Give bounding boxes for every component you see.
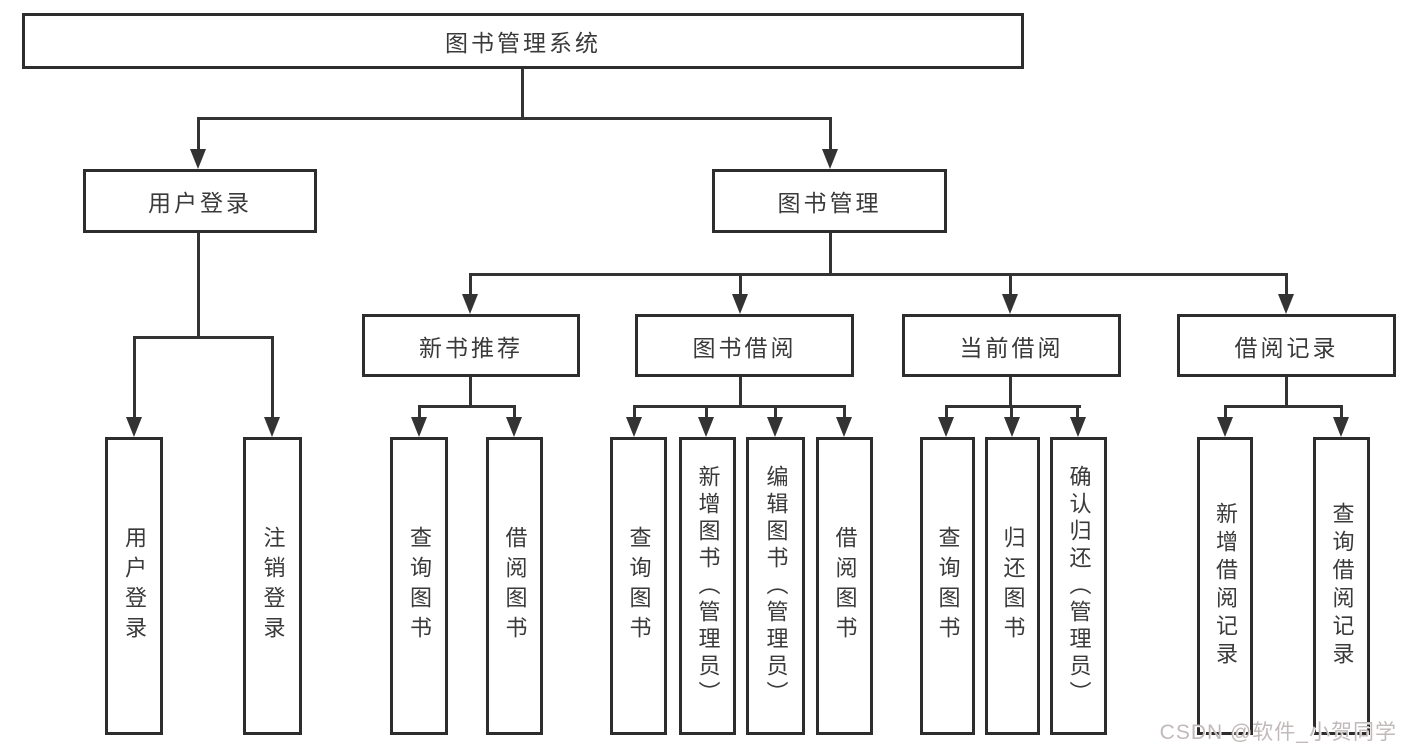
connector-line xyxy=(739,273,742,296)
node-bb-add-book: 新增图书（管理员） xyxy=(679,437,736,735)
connector-line xyxy=(418,405,516,408)
connector-line xyxy=(945,405,1081,408)
connector-line xyxy=(829,233,832,276)
node-new-book-rec-label: 新书推荐 xyxy=(419,334,523,361)
connector-arrowhead-icon xyxy=(462,294,478,314)
node-br-query-record-label: 查询借阅记录 xyxy=(1329,502,1355,670)
node-bb-query-book-label: 查询图书 xyxy=(626,526,652,646)
connector-line xyxy=(1340,405,1343,419)
node-cb-confirm-return: 确认归还（管理员） xyxy=(1050,437,1107,735)
node-br-add-record: 新增借阅记录 xyxy=(1197,437,1253,735)
node-cb-query-book-label: 查询图书 xyxy=(935,526,961,646)
node-cb-return-book: 归还图书 xyxy=(985,437,1040,735)
connector-line xyxy=(829,117,832,151)
node-bb-add-book-label: 新增图书（管理员） xyxy=(695,464,721,708)
connector-line xyxy=(739,377,742,408)
connector-line xyxy=(1076,405,1079,419)
connector-arrowhead-icon xyxy=(1004,417,1020,437)
node-cb-return-book-label: 归还图书 xyxy=(1000,526,1026,646)
connector-arrowhead-icon xyxy=(626,417,642,437)
connector-arrowhead-icon xyxy=(190,149,206,169)
connector-arrowhead-icon xyxy=(264,417,280,437)
connector-arrowhead-icon xyxy=(938,417,954,437)
connector-arrowhead-icon xyxy=(411,417,427,437)
node-bb-edit-book-label: 编辑图书（管理员） xyxy=(763,464,789,708)
connector-line xyxy=(197,233,200,339)
node-book-borrow-label: 图书借阅 xyxy=(692,334,797,361)
connector-line xyxy=(1010,405,1013,419)
node-rec-borrow-book: 借阅图书 xyxy=(486,437,543,735)
connector-line xyxy=(774,405,777,419)
watermark: CSDN @软件_小贺同学 xyxy=(1159,721,1397,744)
node-leaf-user-login-label: 用户登录 xyxy=(122,526,147,646)
node-bb-borrow-book: 借阅图书 xyxy=(816,437,873,735)
connector-line xyxy=(1285,377,1288,408)
node-rec-query-book: 查询图书 xyxy=(390,437,448,735)
node-root-label: 图书管理系统 xyxy=(445,30,601,56)
node-bb-borrow-book-label: 借阅图书 xyxy=(832,526,858,646)
node-leaf-user-login: 用户登录 xyxy=(105,437,163,735)
connector-line xyxy=(469,273,1288,276)
connector-arrowhead-icon xyxy=(822,149,838,169)
node-br-add-record-label: 新增借阅记录 xyxy=(1213,502,1238,670)
connector-line xyxy=(271,336,274,419)
node-user-login-label: 用户登录 xyxy=(148,190,252,216)
node-new-book-rec: 新书推荐 xyxy=(362,314,580,377)
connector-line xyxy=(513,405,516,419)
connector-arrowhead-icon xyxy=(126,417,142,437)
node-borrow-record: 借阅记录 xyxy=(1177,314,1396,377)
connector-line xyxy=(133,336,274,339)
connector-arrowhead-icon xyxy=(767,417,783,437)
connector-arrowhead-icon xyxy=(1070,417,1086,437)
connector-arrowhead-icon xyxy=(1217,417,1233,437)
node-book-borrow: 图书借阅 xyxy=(635,314,854,377)
connector-line xyxy=(197,117,832,120)
connector-line xyxy=(1224,405,1343,408)
connector-line xyxy=(1285,273,1288,296)
connector-line xyxy=(469,377,472,408)
connector-line xyxy=(705,405,708,419)
connector-line xyxy=(469,273,472,296)
connector-arrowhead-icon xyxy=(506,417,522,437)
node-bb-query-book: 查询图书 xyxy=(610,437,667,735)
connector-arrowhead-icon xyxy=(1333,417,1349,437)
connector-line xyxy=(633,405,846,408)
node-user-login: 用户登录 xyxy=(83,169,317,233)
connector-arrowhead-icon xyxy=(1002,294,1018,314)
node-book-mgmt-label: 图书管理 xyxy=(777,190,882,216)
connector-line xyxy=(1009,377,1012,408)
connector-line xyxy=(633,405,636,419)
connector-line xyxy=(945,405,948,419)
node-root: 图书管理系统 xyxy=(22,13,1024,69)
connector-line xyxy=(197,117,200,151)
node-rec-query-book-label: 查询图书 xyxy=(407,526,432,646)
connector-arrowhead-icon xyxy=(698,417,714,437)
node-borrow-record-label: 借阅记录 xyxy=(1234,334,1339,361)
node-current-borrow: 当前借阅 xyxy=(902,314,1121,377)
node-bb-edit-book: 编辑图书（管理员） xyxy=(746,437,805,735)
node-book-mgmt: 图书管理 xyxy=(712,169,947,233)
node-leaf-logout-label: 注销登录 xyxy=(260,526,286,646)
connector-line xyxy=(521,69,524,120)
connector-line xyxy=(418,405,421,419)
connector-arrowhead-icon xyxy=(1278,294,1294,314)
node-cb-query-book: 查询图书 xyxy=(920,437,975,735)
node-leaf-logout: 注销登录 xyxy=(243,437,302,735)
connector-arrowhead-icon xyxy=(732,294,748,314)
node-current-borrow-label: 当前借阅 xyxy=(959,334,1064,361)
connector-arrowhead-icon xyxy=(836,417,852,437)
connector-line xyxy=(1009,273,1012,296)
connector-line xyxy=(133,336,136,419)
node-br-query-record: 查询借阅记录 xyxy=(1313,437,1370,735)
node-rec-borrow-book-label: 借阅图书 xyxy=(502,526,528,646)
connector-line xyxy=(843,405,846,419)
connector-line xyxy=(1224,405,1227,419)
node-cb-confirm-return-label: 确认归还（管理员） xyxy=(1066,464,1092,708)
